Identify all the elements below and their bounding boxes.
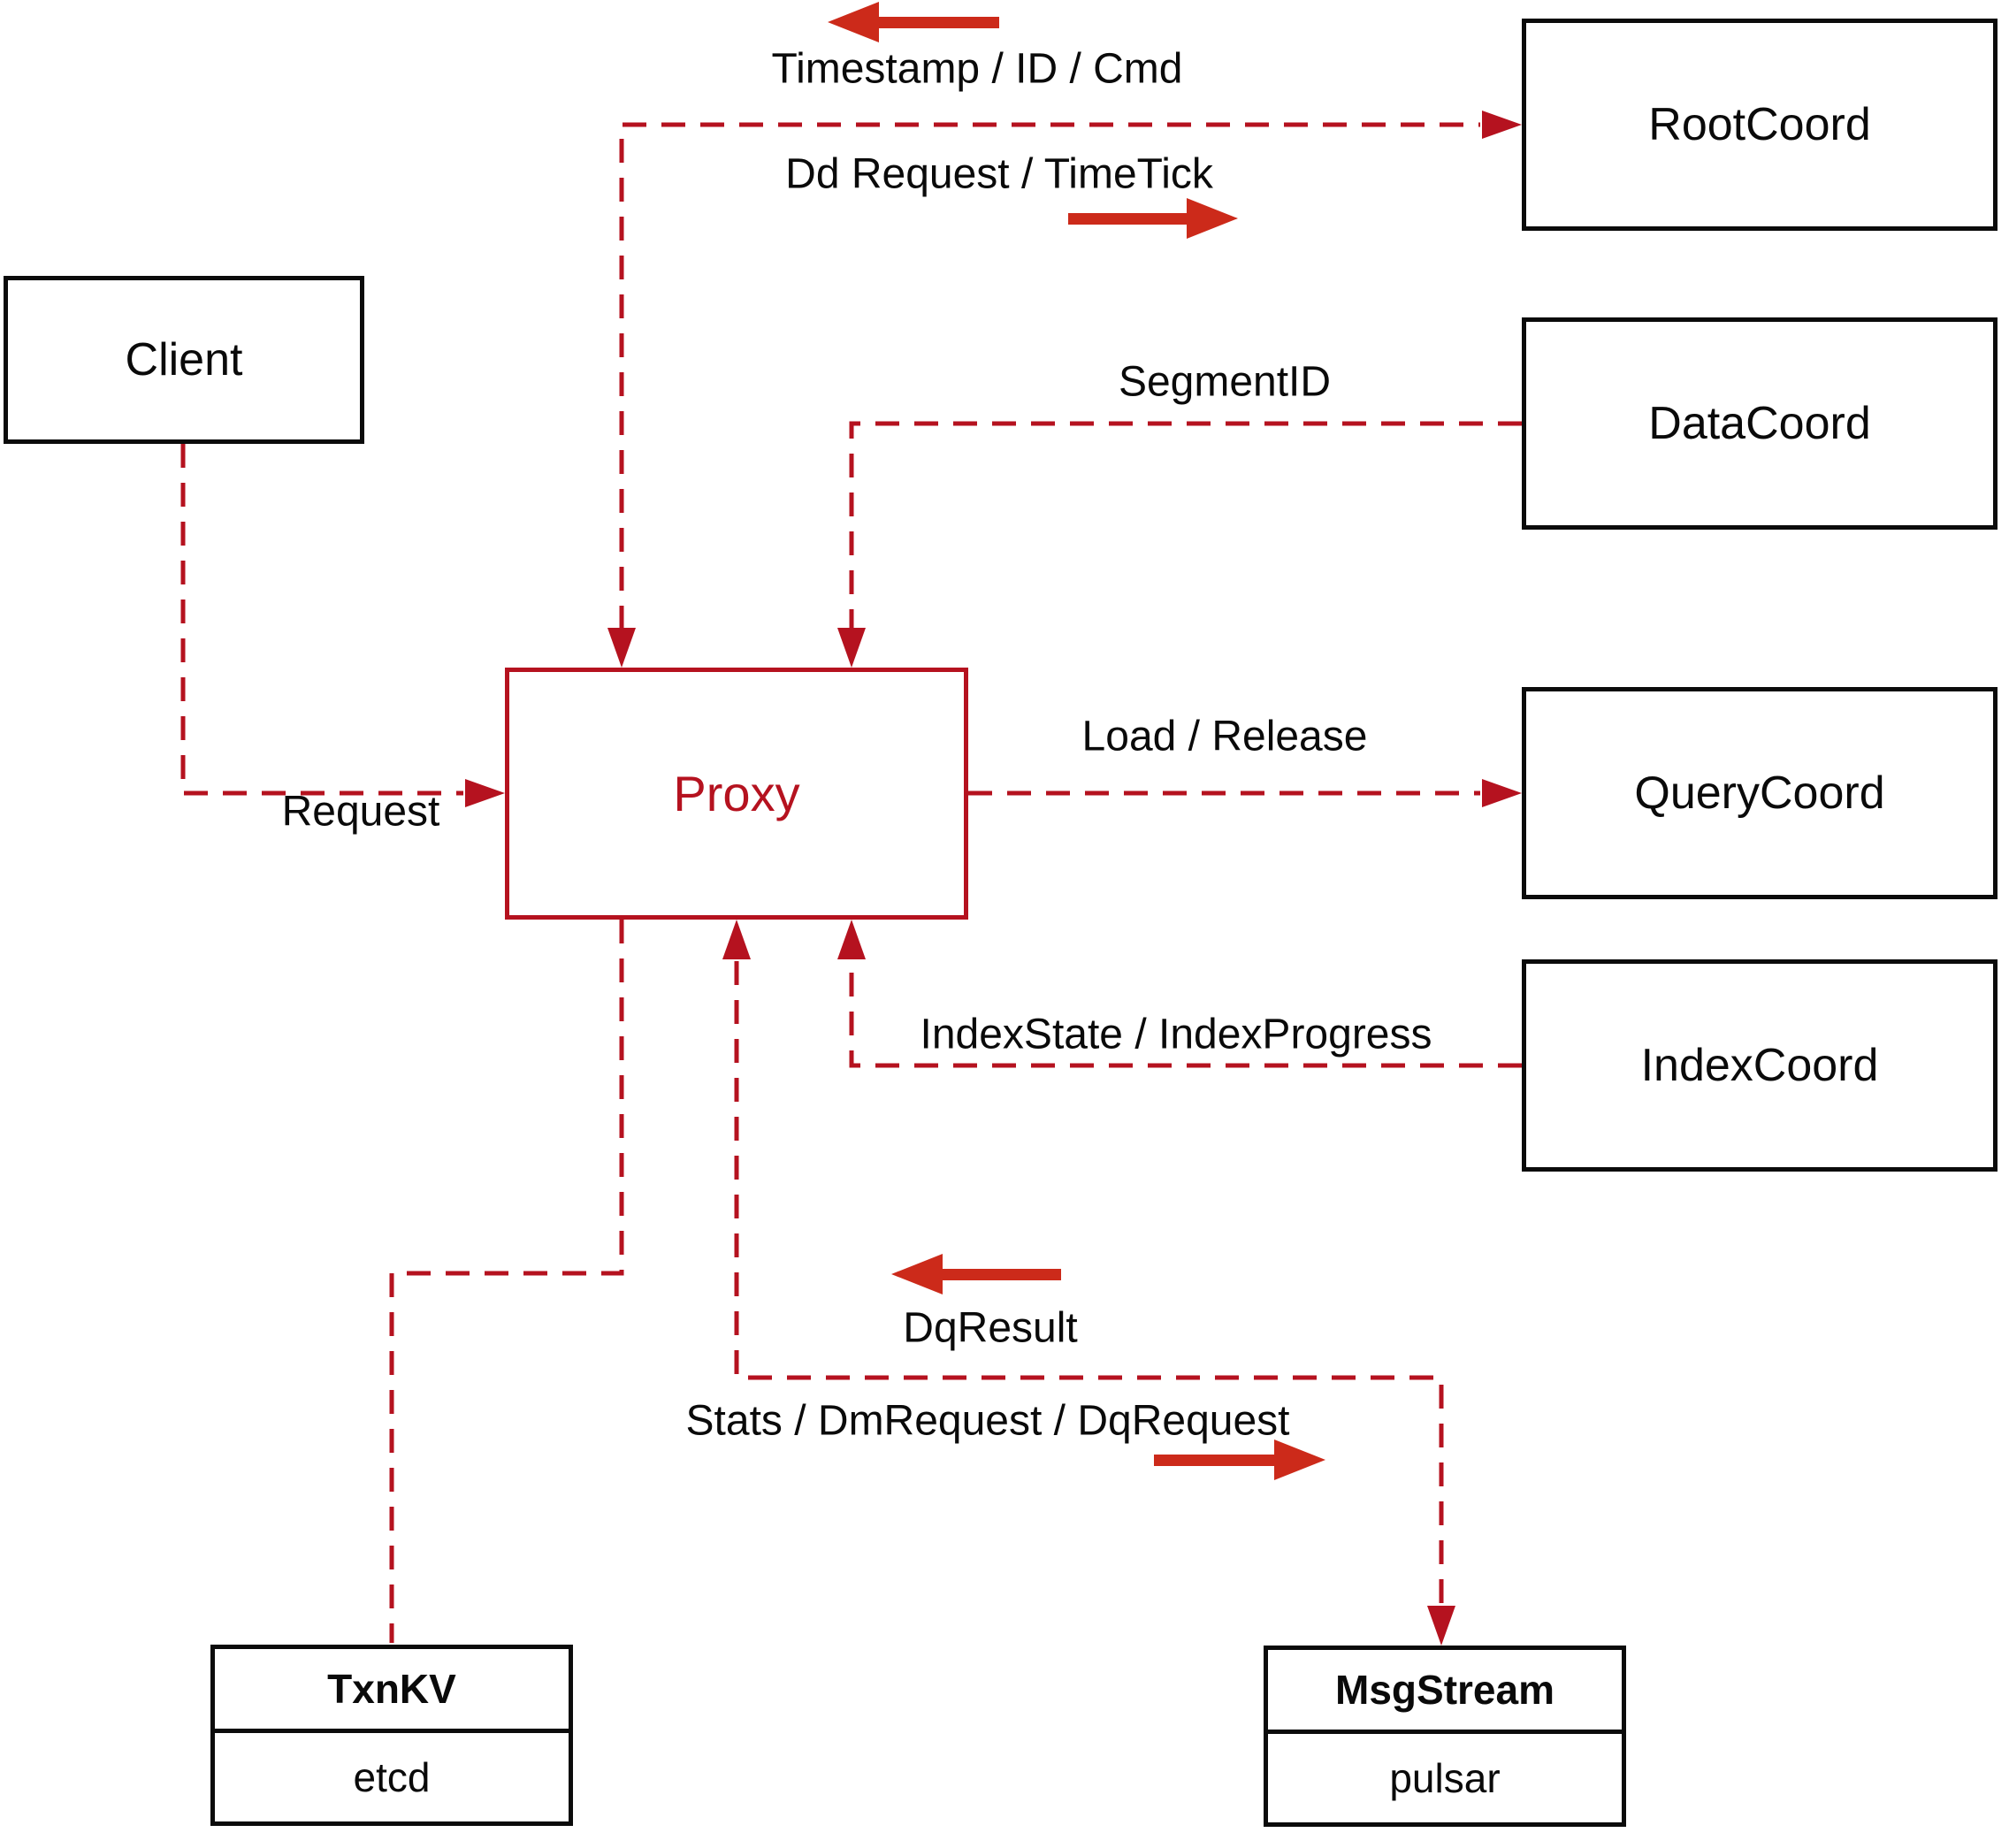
edge-label-load-release: Load / Release (1081, 713, 1368, 760)
txnkv-sub: etcd (353, 1754, 431, 1800)
proxy-node: Proxy (505, 668, 968, 920)
edge-label-segment-id: SegmentID (1118, 358, 1332, 406)
arrowhead-into-proxy-left (465, 779, 505, 807)
edge-datacoord-proxy (849, 421, 1522, 630)
datacoord-label: DataCoord (1648, 398, 1871, 449)
arrowhead-into-rootcoord (1482, 111, 1522, 139)
proxy-label: Proxy (673, 766, 800, 821)
edge-proxy-txnkv (389, 920, 624, 1643)
rootcoord-label: RootCoord (1648, 99, 1871, 150)
arrowhead-into-proxy-bottom-left (722, 920, 751, 959)
msgstream-node: MsgStream pulsar (1264, 1646, 1626, 1827)
arrowhead-into-proxy-bottom-right (837, 920, 866, 959)
indexcoord-node: IndexCoord (1522, 959, 1998, 1172)
edge-label-stats: Stats / DmRequest / DqRequest (685, 1397, 1290, 1445)
edge-proxy-rootcoord (619, 122, 1480, 630)
querycoord-label: QueryCoord (1634, 767, 1885, 819)
msgstream-sub: pulsar (1389, 1755, 1501, 1801)
direction-arrow-right-dd-request (1068, 198, 1238, 239)
client-node: Client (4, 276, 364, 444)
edge-label-timestamp: Timestamp / ID / Cmd (771, 45, 1183, 93)
edge-client-proxy (180, 444, 463, 796)
direction-arrow-right-stats (1154, 1439, 1325, 1480)
indexcoord-label: IndexCoord (1640, 1040, 1879, 1091)
querycoord-node: QueryCoord (1522, 687, 1998, 899)
txnkv-node: TxnKV etcd (210, 1645, 573, 1826)
edge-indexcoord-proxy (849, 961, 1522, 1068)
client-label: Client (125, 334, 243, 386)
txnkv-title: TxnKV (215, 1649, 569, 1733)
direction-arrow-left-dqresult (891, 1254, 1061, 1294)
arrowhead-into-proxy-top-left (607, 628, 636, 668)
rootcoord-node: RootCoord (1522, 19, 1998, 231)
edge-label-dq-result: DqResult (903, 1304, 1078, 1352)
edge-label-index-state: IndexState / IndexProgress (920, 1011, 1432, 1058)
edge-label-request: Request (281, 788, 440, 836)
datacoord-node: DataCoord (1522, 317, 1998, 530)
edge-label-dd-request: Dd Request / TimeTick (785, 150, 1213, 198)
msgstream-title: MsgStream (1268, 1650, 1622, 1734)
arrowhead-into-querycoord (1482, 779, 1522, 807)
arrowhead-into-msgstream (1427, 1606, 1455, 1646)
arrowhead-into-proxy-top-right (837, 628, 866, 668)
direction-arrow-left-timestamp (828, 2, 999, 42)
edge-proxy-msgstream (734, 961, 1444, 1604)
